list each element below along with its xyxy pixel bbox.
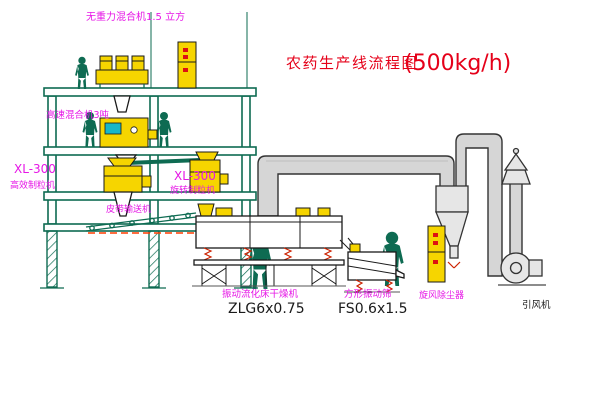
- granulator-left-unit: [103, 157, 152, 193]
- label-high-speed-mixer: 高速混合机3吨: [46, 109, 110, 121]
- exhaust-stack: [501, 147, 531, 257]
- stack-cap-cone: [503, 152, 529, 171]
- label-sieve-name: 方形振动筛: [344, 288, 392, 300]
- stack-pipe: [509, 179, 523, 257]
- sieve-body: [347, 251, 397, 281]
- cyclone-body: [435, 185, 469, 213]
- diagram-capacity: (500kg/h): [404, 51, 511, 76]
- label-belt-conveyor: 皮带输送机: [106, 203, 151, 215]
- column-right: [241, 95, 251, 225]
- belt-bottom: [85, 216, 197, 232]
- worker-top-floor: [75, 56, 89, 89]
- sieve-spring-2: [385, 279, 394, 293]
- beam-third: [43, 191, 257, 201]
- belt-top: [85, 212, 197, 228]
- mixer-motor-2: [115, 55, 129, 71]
- label-fluidbed-name: 振动流化床干燥机: [222, 288, 299, 300]
- control-cabinet-top: [177, 41, 197, 89]
- belt-conveyor-unit: [85, 191, 197, 232]
- granulator-left-hopper: [107, 157, 137, 167]
- steel-structure: [40, 12, 258, 289]
- dryer-inlet-hopper: [197, 203, 215, 217]
- gravity-mixer-unit: [95, 55, 149, 113]
- granulator-discharge-chute: [113, 191, 133, 217]
- hs-mixer-motor: [147, 129, 158, 140]
- stack-cap-ball: [512, 147, 520, 155]
- label-granulator-mid-model: XL-300: [174, 169, 216, 183]
- beam-top: [43, 87, 257, 97]
- sieve-outlet-spout: [395, 268, 405, 279]
- label-fluidbed-model: ZLG6x0.75: [228, 301, 305, 317]
- granulator-left-body: [103, 165, 143, 193]
- label-fan: 引风机: [522, 299, 551, 311]
- fluid-bed-dryer-unit: [192, 203, 346, 287]
- label-granulator-mid-name: 旋转制粒机: [170, 184, 215, 196]
- dryer-spring-4: [323, 247, 333, 261]
- cyclone-tailpipe: [449, 245, 459, 259]
- granulator-mid-body: [189, 159, 221, 193]
- dryer-top-port-1: [215, 207, 233, 217]
- induced-draft-fan: [498, 252, 546, 286]
- dryer-spring-1: [203, 247, 213, 261]
- mixer-motor-1: [99, 55, 113, 71]
- mixer-body: [95, 69, 149, 85]
- main-duct: [257, 155, 455, 217]
- dryer-top-port-2: [295, 207, 311, 217]
- label-sieve-model: FS0.6x1.5: [338, 301, 408, 317]
- mixer-motor-3: [131, 55, 145, 71]
- dryer-spring-3: [283, 247, 293, 261]
- dryer-spring-2: [243, 247, 253, 261]
- y-chute-right: [125, 158, 201, 165]
- beam-second: [43, 146, 257, 156]
- dryer-body: [195, 215, 343, 249]
- cabinet-body: [177, 41, 197, 89]
- label-cyclone: 旋风除尘器: [419, 289, 464, 301]
- stack-cap-skirt: [501, 169, 531, 185]
- granulator-left-motor: [141, 175, 152, 188]
- label-granulator-left-model: XL-300: [14, 162, 56, 176]
- sieve-inlet: [349, 243, 361, 253]
- exhaust-duct-run: [257, 133, 503, 277]
- label-granulator-left-name: 高效制粒机: [10, 179, 55, 191]
- granulator-mid-hopper: [195, 151, 219, 161]
- sieve-spring-1: [355, 279, 364, 293]
- label-gravity-mixer: 无重力混合机1.5 立方: [86, 10, 185, 23]
- dryer-base-frame: [193, 259, 345, 266]
- control-cabinet-right: [427, 225, 446, 283]
- pillar-left: [46, 230, 58, 288]
- pillar-middle: [148, 230, 160, 288]
- dryer-top-port-3: [317, 207, 331, 217]
- hs-mixer-panel: [104, 122, 122, 135]
- granulator-mid-unit: [189, 151, 229, 193]
- fan-motor: [528, 259, 543, 277]
- cyclone-outlet-duct: [455, 133, 503, 277]
- diagram-title: 农药生产线流程图: [286, 54, 418, 72]
- square-sieve-unit: [339, 237, 405, 293]
- granulator-mid-motor: [219, 173, 229, 185]
- cabinet-body-right: [427, 225, 446, 283]
- mixer-discharge-chute: [113, 95, 131, 113]
